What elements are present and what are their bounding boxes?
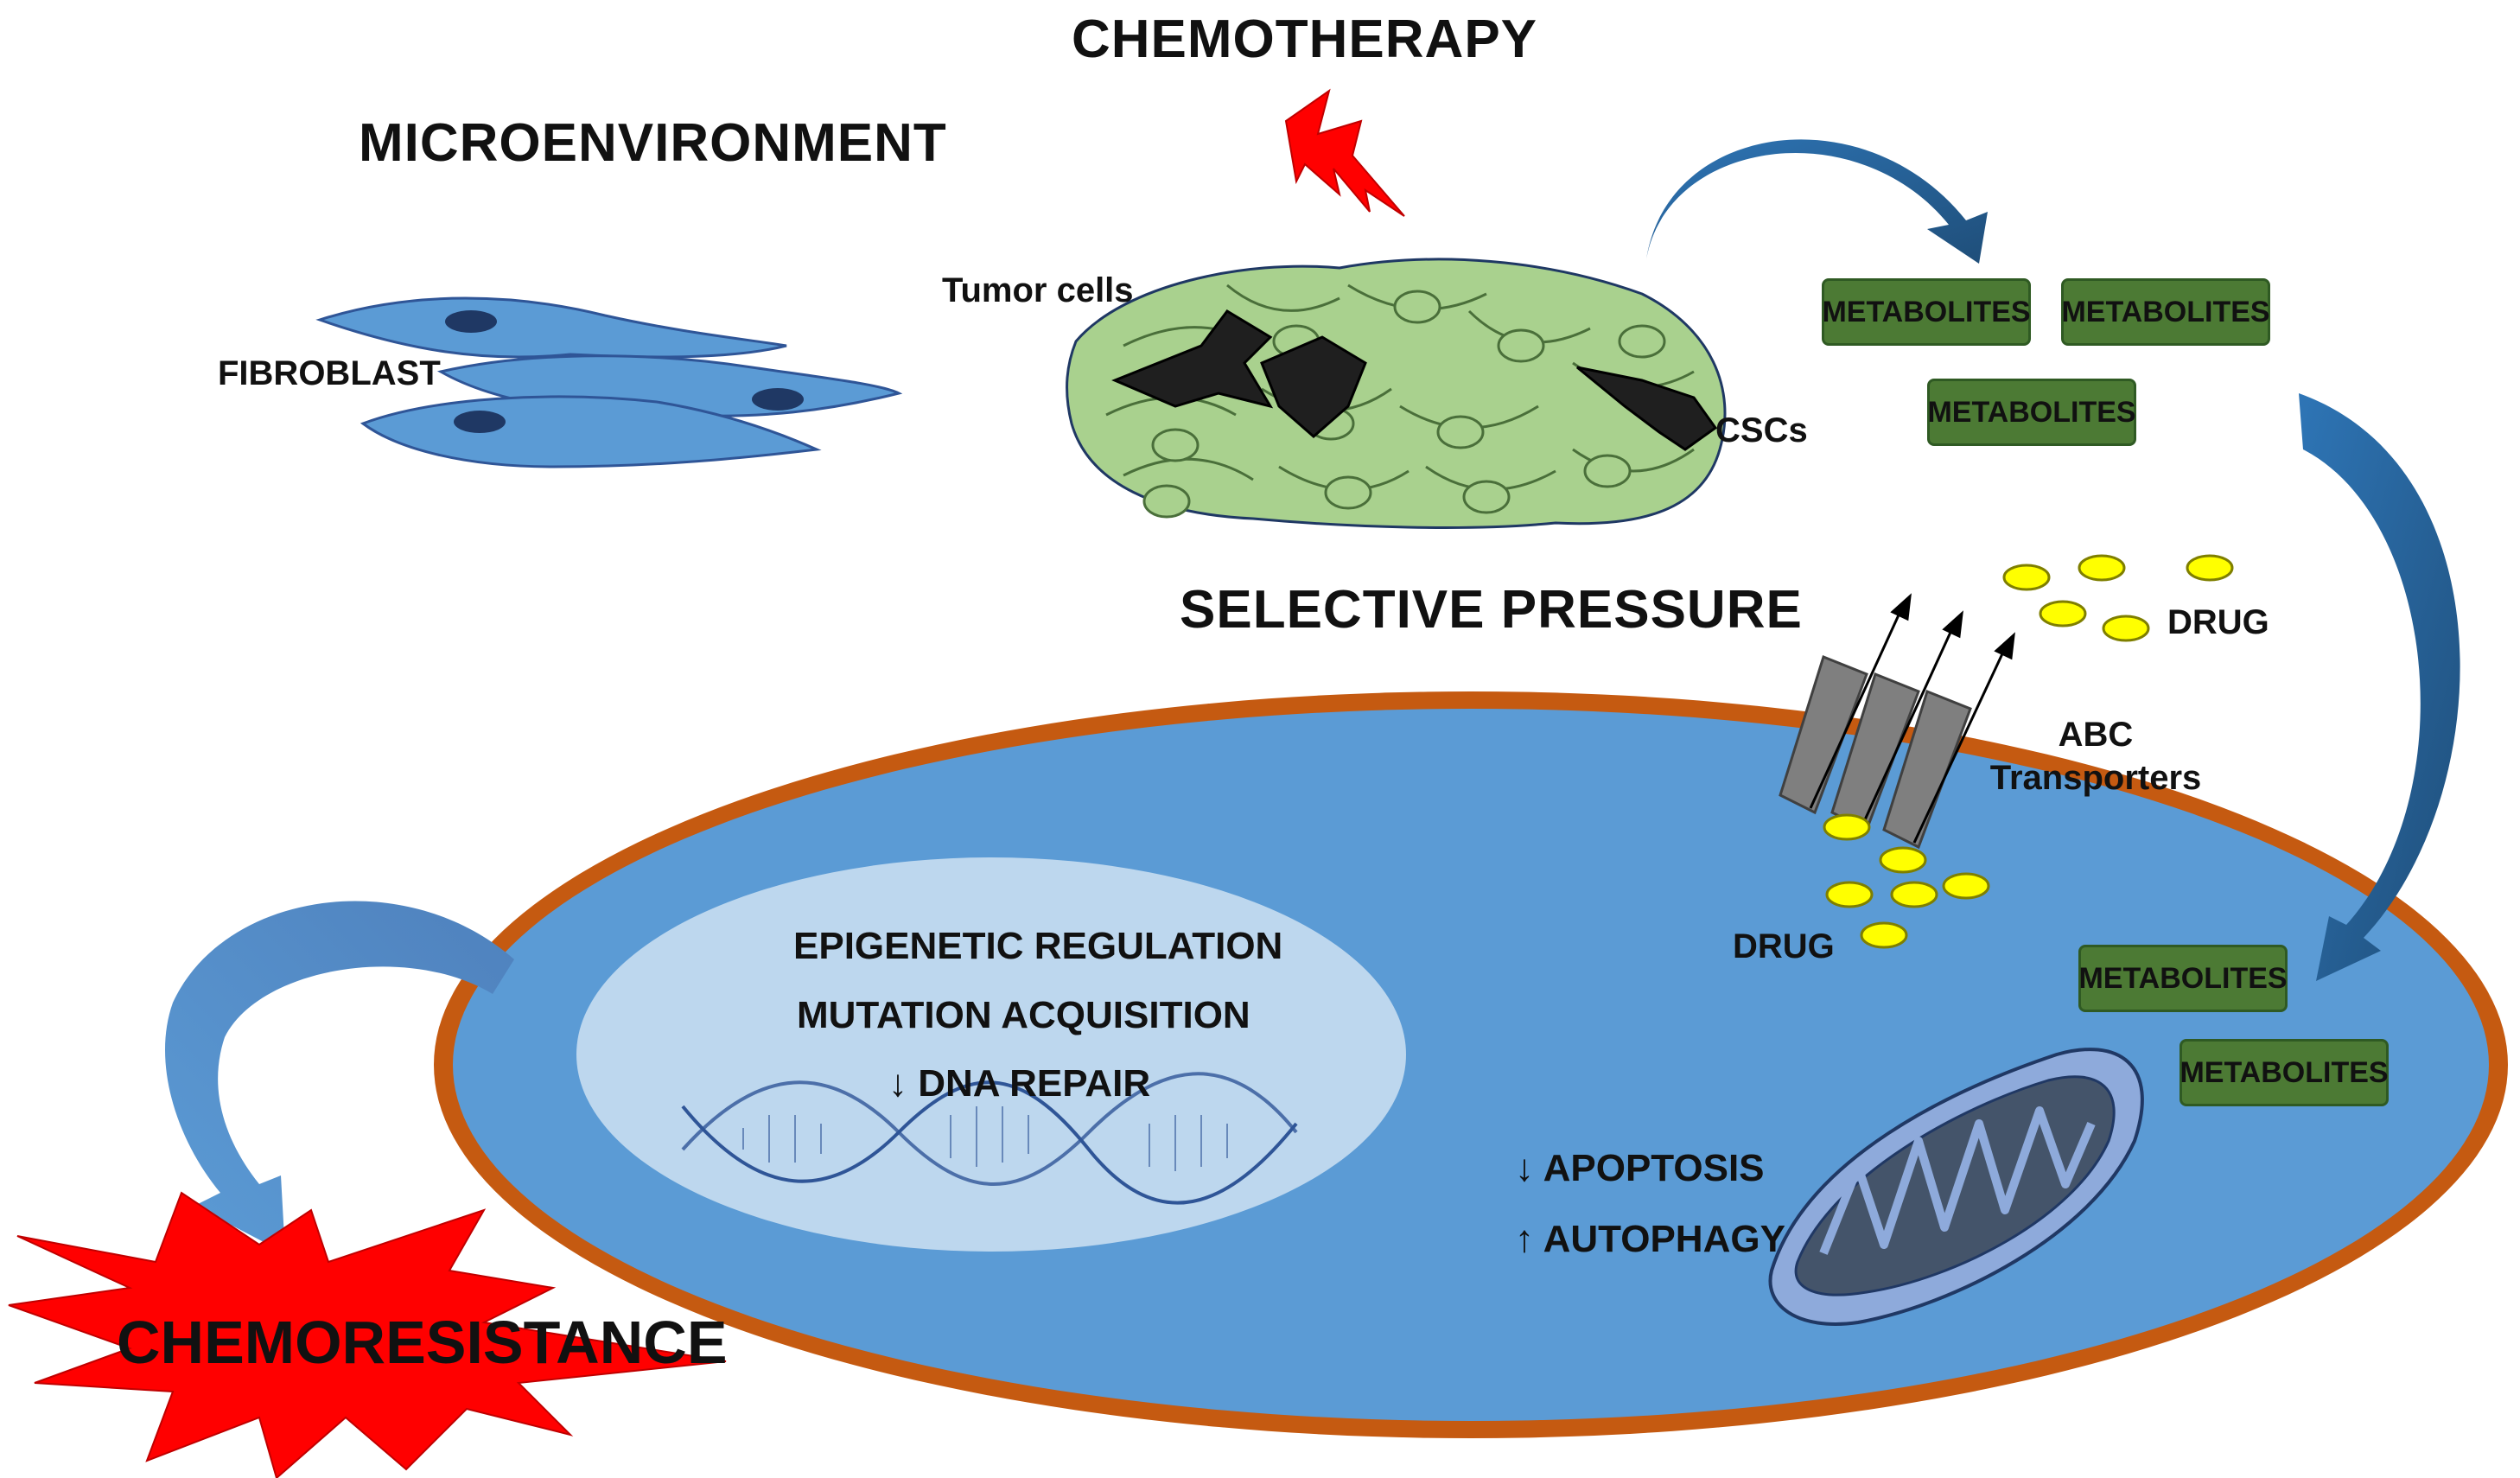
metabolites-box: METABOLITES (2180, 1039, 2389, 1106)
drug-molecules-outside (2002, 554, 2234, 642)
mitochondrion-icon (1768, 1048, 2144, 1326)
metabolites-box: METABOLITES (1927, 379, 2136, 446)
abc-label-line2: Transporters (1989, 759, 2202, 797)
lightning-bolt-icon (1284, 88, 1405, 217)
microenvironment-label: MICROENVIRONMENT (359, 113, 947, 173)
arrow-to-chemoresistance (165, 901, 514, 1253)
abc-transporters-label: ABC Transporters (1983, 717, 2208, 795)
mutation-acquisition-label: MUTATION ACQUISITION (797, 994, 1250, 1036)
epigenetic-regulation-label: EPIGENETIC REGULATION (793, 925, 1283, 967)
nucleus (576, 857, 1406, 1252)
chemoresistance-label: CHEMORESISTANCE (117, 1309, 728, 1376)
chemotherapy-label: CHEMOTHERAPY (1072, 10, 1538, 69)
apoptosis-label: ↓ APOPTOSIS (1515, 1147, 1765, 1189)
chemoresistance-burst (8, 1191, 727, 1478)
tumor-cells-label: Tumor cells (942, 271, 1134, 309)
csc-cells (1111, 309, 1718, 451)
dna-repair-label: ↓ DNA REPAIR (888, 1062, 1151, 1105)
metabolites-box: METABOLITES (1822, 278, 2031, 346)
cscs-label: CSCs (1715, 411, 1808, 449)
drug-outside-label: DRUG (2167, 603, 2269, 641)
drug-inside-label: DRUG (1733, 927, 1835, 965)
arrow-to-metabolites (1646, 139, 1988, 264)
metabolites-box: METABOLITES (2078, 945, 2288, 1012)
fibroblast-cells (315, 296, 903, 468)
transport-arrows (1809, 593, 2015, 844)
selective-pressure-label: SELECTIVE PRESSURE (1180, 580, 1803, 640)
arrow-metabolites-to-cell (2299, 393, 2460, 981)
dna-helix-icon (681, 1072, 1298, 1205)
autophagy-label: ↑ AUTOPHAGY (1515, 1218, 1785, 1260)
abc-label-line1: ABC (2058, 716, 2134, 754)
metabolites-box: METABOLITES (2061, 278, 2270, 346)
drug-molecules-inside (1823, 813, 1990, 949)
fibroblast-label: FIBROBLAST (218, 354, 441, 392)
